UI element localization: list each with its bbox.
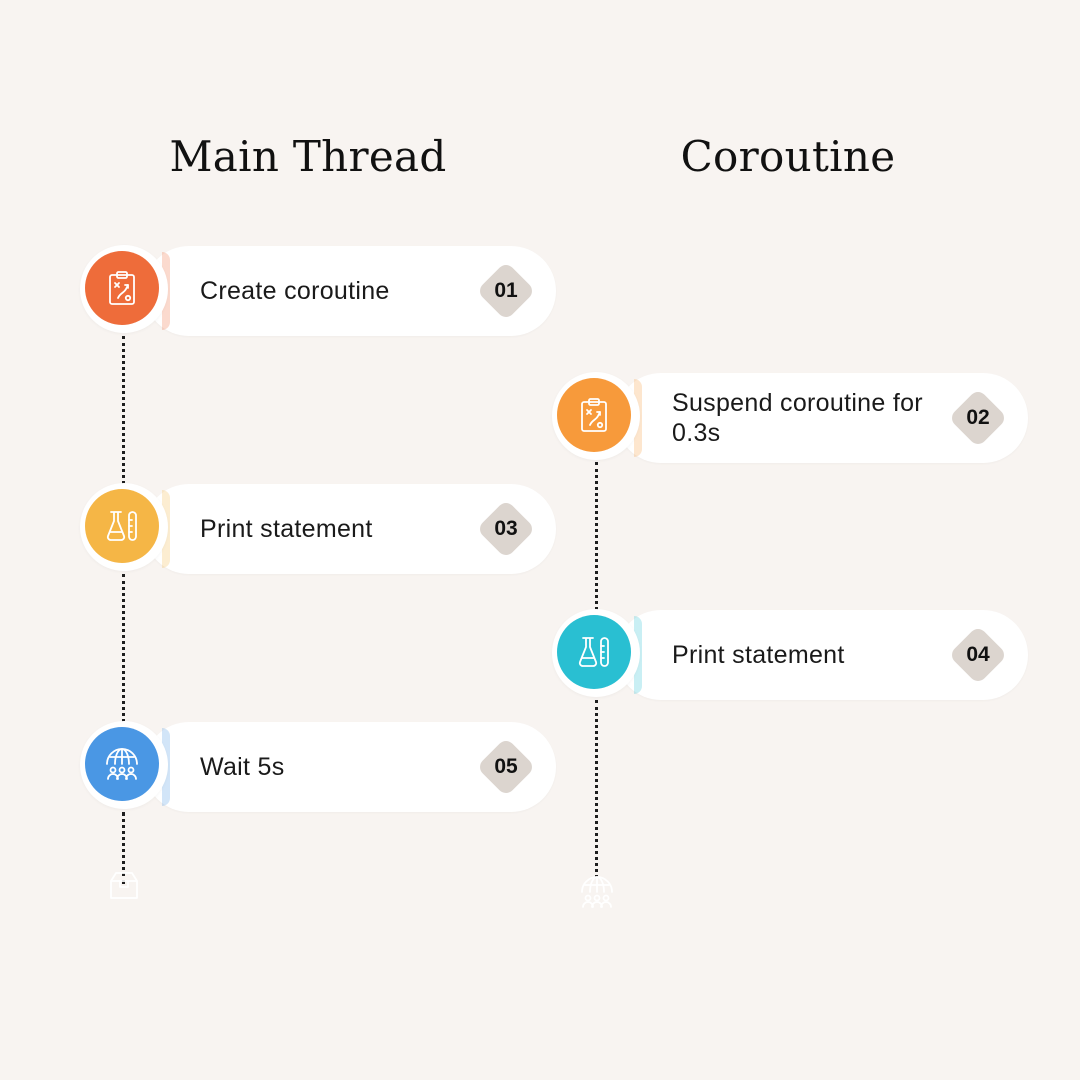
clipboard-strategy-icon	[557, 378, 631, 452]
step-02[interactable]: Suspend coroutine for 0.3s 02	[552, 372, 1028, 463]
step-number-badge: 05	[476, 737, 536, 797]
globe-people-icon	[577, 872, 617, 917]
icon-ring	[80, 245, 168, 333]
step-number-badge: 04	[948, 625, 1008, 685]
step-label: Print statement	[672, 641, 845, 669]
clipboard-strategy-icon	[85, 251, 159, 325]
flask-test-tube-icon	[557, 615, 631, 689]
icon-ring	[80, 483, 168, 571]
step-04[interactable]: Print statement 04	[552, 609, 1028, 700]
step-label: Suspend coroutine for 0.3s	[672, 389, 923, 447]
step-number-badge: 01	[476, 261, 536, 321]
main-connector-3	[122, 812, 125, 884]
step-label: Create coroutine	[200, 277, 390, 305]
flask-test-tube-icon	[85, 489, 159, 563]
step-03[interactable]: Print statement 03	[80, 483, 556, 574]
coroutine-connector-2	[595, 700, 598, 878]
step-number-badge: 02	[948, 388, 1008, 448]
main-thread-title: Main Thread	[169, 132, 447, 181]
step-01[interactable]: Create coroutine 01	[80, 245, 556, 336]
icon-ring	[80, 721, 168, 809]
step-number-badge: 03	[476, 499, 536, 559]
coroutine-connector-1	[595, 462, 598, 610]
icon-ring	[552, 372, 640, 460]
step-label: Wait 5s	[200, 753, 285, 781]
globe-people-icon	[85, 727, 159, 801]
box-icon	[104, 864, 144, 909]
step-label: Print statement	[200, 515, 373, 543]
coroutine-title: Coroutine	[680, 132, 896, 181]
main-connector-1	[122, 336, 125, 484]
icon-ring	[552, 609, 640, 697]
main-connector-2	[122, 574, 125, 722]
step-05[interactable]: Wait 5s 05	[80, 721, 556, 812]
